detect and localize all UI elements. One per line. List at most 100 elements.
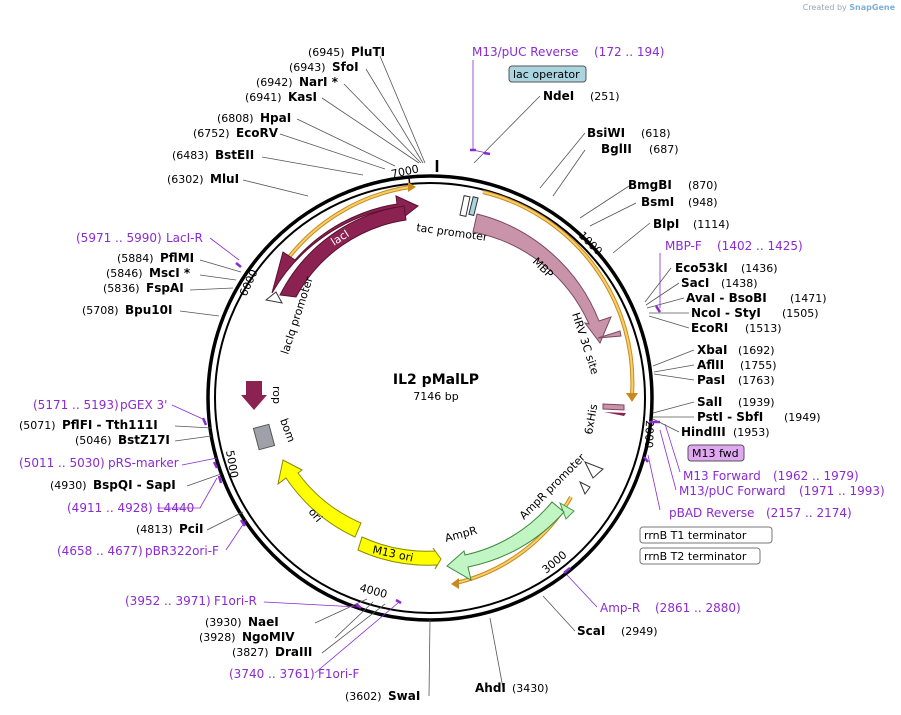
lac-operator-box (508, 65, 587, 83)
svg-text:(3740 .. 3761): (3740 .. 3761) (229, 667, 315, 681)
lac-operator-label: lac operator (513, 68, 580, 81)
AmpR-feature (446, 501, 565, 582)
rrnb-t2-label: rrnB T2 terminator (644, 550, 747, 563)
snapgene-credit: Created by SnapGene (802, 3, 895, 12)
svg-text:(3430): (3430) (512, 682, 549, 695)
enzyme-FspAI: (5836)FspAI (103, 281, 184, 295)
svg-text:XbaI: XbaI (697, 343, 727, 357)
enzyme-leader-lines (174, 55, 695, 697)
enzyme-HpaI: (6808) HpaI (217, 111, 291, 125)
primer-pRS-marker: (5011 .. 5030)pRS-marker (19, 456, 179, 470)
svg-text:SfoI: SfoI (332, 60, 359, 74)
svg-text:PasI: PasI (697, 373, 725, 387)
svg-text:DraIII: DraIII (275, 645, 312, 659)
primer-markers (201, 148, 662, 609)
primer-pBAD-Reverse: pBAD Reverse(2157 .. 2174) (669, 506, 852, 520)
svg-text:(1763): (1763) (738, 374, 775, 387)
enzyme-BsmI: BsmI(948) (641, 195, 718, 209)
svg-text:(6943): (6943) (289, 61, 326, 74)
svg-text:M13/pUC Reverse: M13/pUC Reverse (472, 45, 579, 59)
svg-text:PluTI: PluTI (351, 45, 385, 59)
lacI-body (279, 205, 407, 298)
6xhis-label: 6xHis (582, 403, 600, 436)
svg-text:(1402 .. 1425): (1402 .. 1425) (717, 239, 803, 253)
svg-text:(1692): (1692) (738, 344, 775, 357)
svg-text:(4658 .. 4677): (4658 .. 4677) (57, 544, 143, 558)
ampr-arc-arrow (451, 578, 459, 589)
enzyme-SwaI: (3602)SwaI (345, 689, 420, 703)
lacI-outer-arc-highlight (282, 186, 411, 266)
rrnb-t2-box (639, 547, 761, 565)
svg-text:AflII: AflII (697, 358, 724, 372)
svg-text:SwaI: SwaI (388, 689, 420, 703)
rop-feature (241, 381, 267, 410)
svg-text:BglII: BglII (601, 142, 632, 156)
enzyme-XbaI: XbaI (1692) (697, 343, 775, 357)
plasmid-name: IL2 pMalLP (393, 372, 479, 388)
enzyme-NgoMIV: (3928)NgoMIV (199, 630, 295, 644)
svg-text:(4930): (4930) (50, 479, 87, 492)
enzyme-BmgBI: BmgBI(870) (628, 178, 718, 192)
enzyme-BsiWI: BsiWI(618) (587, 126, 671, 140)
bom-feature (252, 423, 276, 451)
svg-text:MBP-F: MBP-F (665, 239, 702, 253)
svg-text:(1438): (1438) (721, 277, 758, 290)
enzyme-Eco53kI: Eco53kI(1436) (675, 261, 778, 275)
svg-text:EcoRI: EcoRI (691, 321, 728, 335)
svg-text:(6752): (6752) (193, 127, 230, 140)
svg-text:(5171 .. 5193): (5171 .. 5193) (33, 398, 119, 412)
mbp-arc-arrow (626, 393, 638, 402)
svg-text:(6808): (6808) (217, 112, 254, 125)
svg-text:(6483): (6483) (172, 149, 209, 162)
primer-F1ori-F: (3740 .. 3761)F1ori-F (229, 667, 359, 681)
svg-text:(4911 .. 4928): (4911 .. 4928) (67, 501, 153, 515)
svg-text:(1505): (1505) (782, 307, 819, 320)
svg-text:(5011 .. 5030): (5011 .. 5030) (19, 456, 105, 470)
svg-text:(3930): (3930) (205, 616, 242, 629)
svg-text:MluI: MluI (210, 172, 239, 186)
lac-operator-marker (468, 196, 479, 217)
svg-text:BlpI: BlpI (653, 217, 679, 231)
svg-text:BstEII: BstEII (215, 148, 254, 162)
tick-4000: 4000 (358, 581, 388, 601)
svg-text:FspAI: FspAI (146, 281, 184, 295)
enzyme-NcoI: NcoI - StyI (1505) (691, 306, 819, 320)
primer-M13-pUC-Forward: M13/pUC Forward(1971 .. 1993) (679, 484, 885, 498)
enzyme-SalI: SalI(1939) (697, 395, 775, 409)
ori-feature (277, 459, 362, 538)
bom-label: bom (277, 417, 298, 444)
svg-text:Bpu10I: Bpu10I (125, 303, 172, 317)
svg-text:NdeI: NdeI (543, 89, 574, 103)
svg-text:(687): (687) (649, 143, 679, 156)
svg-text:(172 .. 194): (172 .. 194) (594, 45, 664, 59)
backbone-inner (214, 182, 646, 614)
M13-ori-feature (357, 536, 442, 570)
svg-text:(1114): (1114) (693, 218, 730, 231)
svg-text:AvaI - BsoBI: AvaI - BsoBI (686, 291, 767, 305)
rrnb-t1-label: rrnB T1 terminator (644, 529, 747, 542)
snapgene-logo: SnapGene (849, 3, 895, 12)
svg-text:(1949): (1949) (784, 411, 821, 424)
primer-labels: M13/pUC Reverse (172 .. 194) MBP-F (1402 .… (19, 45, 885, 681)
svg-text:HpaI: HpaI (260, 111, 291, 125)
svg-text:AhdI: AhdI (475, 681, 506, 695)
enzyme-labels: (6945)PluTI (6943)SfoI (6942)NarI * (694… (19, 45, 827, 703)
svg-text:PciI: PciI (179, 522, 204, 536)
enzyme-NaeI: (3930)NaeI (205, 615, 279, 629)
svg-text:SacI: SacI (681, 276, 709, 290)
svg-text:SalI: SalI (697, 395, 722, 409)
svg-text:(1513): (1513) (745, 322, 782, 335)
svg-text:(2157 .. 2174): (2157 .. 2174) (766, 506, 852, 520)
enzyme-PasI: PasI (1763) (697, 373, 775, 387)
svg-text:pGEX 3': pGEX 3' (120, 398, 167, 412)
enzyme-BlpI: BlpI (1114) (653, 217, 730, 231)
enzyme-ScaI: ScaI(2949) (577, 624, 658, 638)
svg-text:NcoI - StyI: NcoI - StyI (691, 306, 761, 320)
primer-MBP-F: MBP-F (1402 .. 1425) (665, 239, 803, 253)
svg-text:BsiWI: BsiWI (587, 126, 625, 140)
svg-text:BsmI: BsmI (641, 195, 674, 209)
6xhis-tag (604, 412, 626, 416)
rrnb-t1-marker (583, 461, 604, 479)
svg-text:(3827): (3827) (232, 646, 269, 659)
